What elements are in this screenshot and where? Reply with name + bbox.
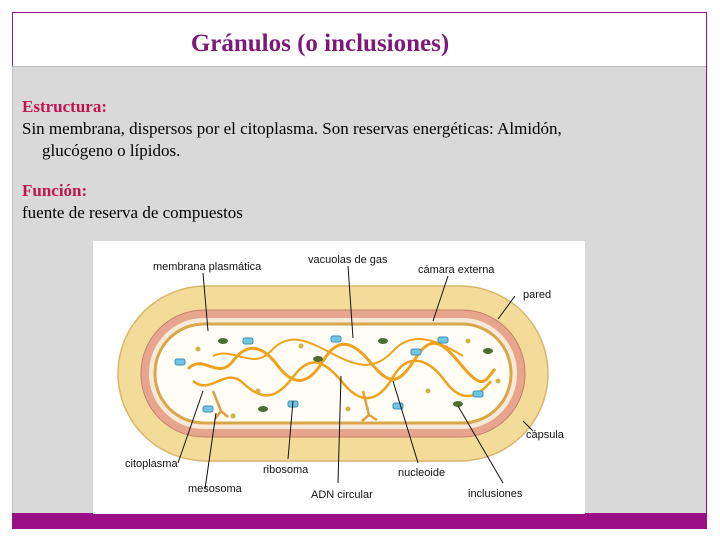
mesosome xyxy=(211,390,229,420)
inclusion xyxy=(378,338,388,344)
ribosome xyxy=(255,388,261,394)
label-pared: pared xyxy=(523,289,551,301)
inclusion xyxy=(313,356,323,362)
gas-vacuole xyxy=(174,358,186,366)
gas-vacuole xyxy=(202,405,214,413)
gas-vacuole xyxy=(437,336,449,344)
gas-vacuole xyxy=(330,335,342,343)
label-nucleoide: nucleoide xyxy=(398,467,445,479)
ribosome xyxy=(195,346,201,352)
dna-strand xyxy=(186,341,497,383)
label-camara: cámara externa xyxy=(418,264,495,276)
section-line: fuente de reserva de compuestos xyxy=(22,203,243,222)
inclusion xyxy=(483,348,493,354)
label-capsula: cápsula xyxy=(526,429,565,441)
slide-body: Estructura: Sin membrana, dispersos por … xyxy=(22,96,692,224)
dna-strand xyxy=(212,337,464,366)
label-membrana: membrana plasmática xyxy=(153,261,262,273)
ribosome xyxy=(230,413,236,419)
gas-vacuole xyxy=(472,390,484,398)
title-divider xyxy=(13,66,706,67)
bacteria-diagram: membrana plasmática vacuolas de gas cáma… xyxy=(93,241,585,514)
section-heading-estructura: Estructura: xyxy=(22,97,107,116)
ribosome xyxy=(345,406,351,412)
label-ribosoma: ribosoma xyxy=(263,464,309,476)
gas-vacuole xyxy=(410,348,422,356)
gas-vacuole xyxy=(242,337,254,345)
left-edge xyxy=(12,66,13,513)
label-vacuolas: vacuolas de gas xyxy=(308,254,388,266)
section-line: Sin membrana, dispersos por el citoplasm… xyxy=(22,119,562,138)
label-inclusiones: inclusiones xyxy=(468,488,523,500)
ribosome xyxy=(465,338,471,344)
ribosome xyxy=(495,378,501,384)
bacteria-illustration: membrana plasmática vacuolas de gas cáma… xyxy=(117,254,565,501)
label-adn: ADN circular xyxy=(311,489,373,501)
dna-strand xyxy=(192,359,492,400)
footer-bar xyxy=(13,513,706,528)
label-citoplasma: citoplasma xyxy=(125,458,178,470)
ribosome xyxy=(425,388,431,394)
mesosome xyxy=(361,390,378,422)
inclusion xyxy=(453,401,463,407)
label-mesosoma: mesosoma xyxy=(188,483,243,495)
inclusion xyxy=(258,406,268,412)
ribosome xyxy=(298,343,304,349)
inclusion xyxy=(218,338,228,344)
slide-title: Gránulos (o inclusiones) xyxy=(190,30,450,57)
section-heading-funcion: Función: xyxy=(22,181,88,200)
section-line: glucógeno o lípidos. xyxy=(42,141,181,160)
